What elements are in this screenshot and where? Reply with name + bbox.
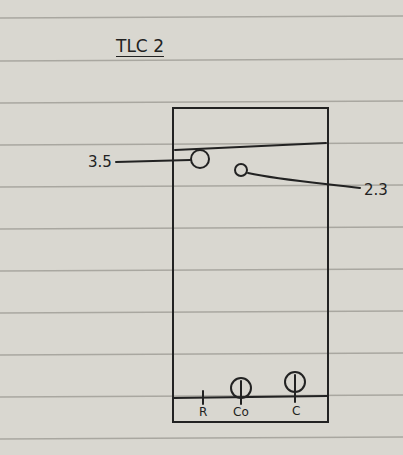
spot bbox=[191, 150, 209, 168]
rf-value: 2.3 bbox=[364, 183, 388, 198]
ruled-lines bbox=[0, 16, 403, 439]
lane-tick bbox=[202, 391, 204, 404]
tlc-plate bbox=[173, 108, 328, 422]
lane-label: Co bbox=[233, 406, 249, 418]
solvent-front bbox=[175, 143, 326, 150]
spot bbox=[235, 164, 247, 176]
leader-line bbox=[248, 173, 360, 188]
lane-label: C bbox=[292, 405, 300, 417]
leader-line bbox=[116, 160, 190, 162]
rf-value: 3.5 bbox=[88, 155, 112, 170]
lane-label: R bbox=[199, 406, 207, 418]
lane-tick bbox=[240, 381, 242, 404]
baseline bbox=[174, 396, 327, 398]
lane-tick bbox=[294, 375, 296, 402]
plate-title: TLC 2 bbox=[116, 38, 164, 55]
